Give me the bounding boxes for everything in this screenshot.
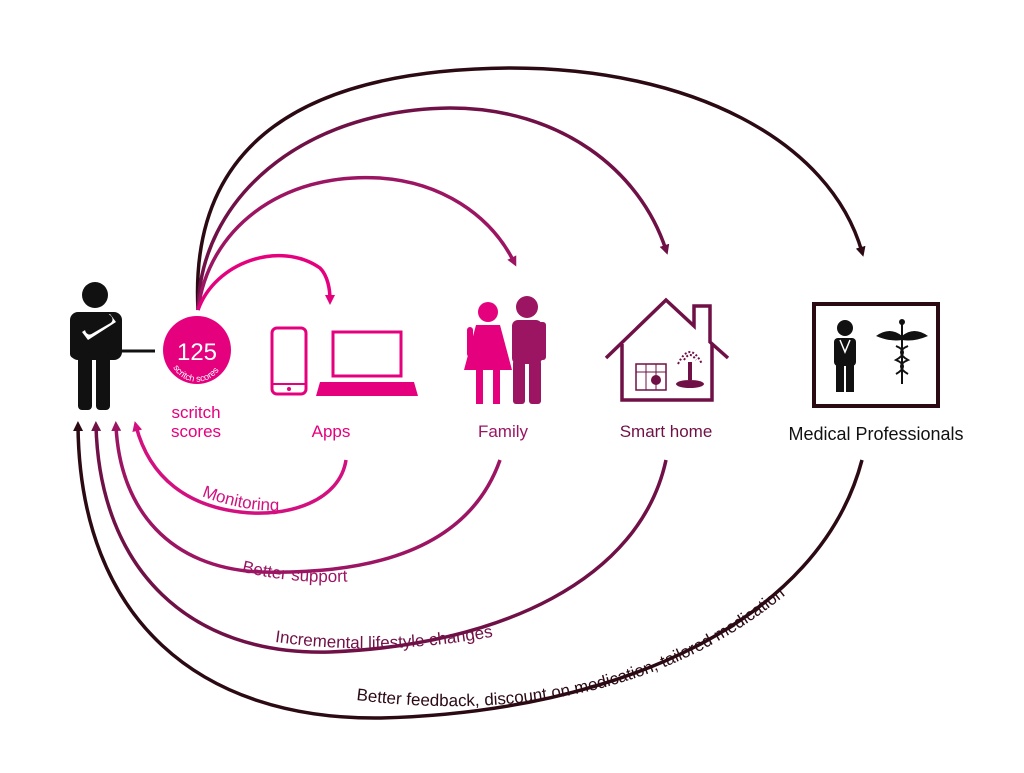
sprinkler-icon: [676, 351, 704, 388]
house-icon: [604, 297, 730, 402]
arc-to-smart-home: [196, 106, 670, 311]
feedback-arc-apps: [132, 421, 348, 515]
label-monitoring: Monitoring: [200, 482, 279, 515]
label-better-support: Better support: [241, 557, 348, 586]
caduceus-icon: [876, 319, 928, 384]
arc-to-family: [196, 175, 517, 311]
feedback-arc-medical: [73, 421, 864, 720]
phone-icon: [270, 326, 308, 396]
family-label: Family: [478, 422, 529, 441]
score-label-line2: scores: [171, 422, 221, 441]
label-incremental: Incremental lifestyle changes: [274, 622, 494, 652]
arc-to-medical: [195, 66, 866, 311]
doctor-icon: [834, 320, 856, 392]
score-value: 125: [177, 339, 217, 366]
feedback-arc-family: [111, 421, 502, 574]
score-label-line1: scritch: [171, 403, 220, 422]
person-icon: [70, 282, 122, 410]
family-icon: [464, 296, 546, 404]
medical-label: Medical Professionals: [788, 424, 963, 444]
arc-to-apps: [196, 253, 335, 311]
score-badge: 125 scritch scores: [163, 316, 231, 384]
laptop-icon: [316, 330, 418, 396]
feedback-arc-smart-home: [91, 421, 668, 654]
medical-frame: [812, 302, 940, 408]
apps-label: Apps: [312, 422, 351, 441]
appliance-icon: [635, 363, 667, 391]
smart-home-label: Smart home: [620, 422, 713, 441]
